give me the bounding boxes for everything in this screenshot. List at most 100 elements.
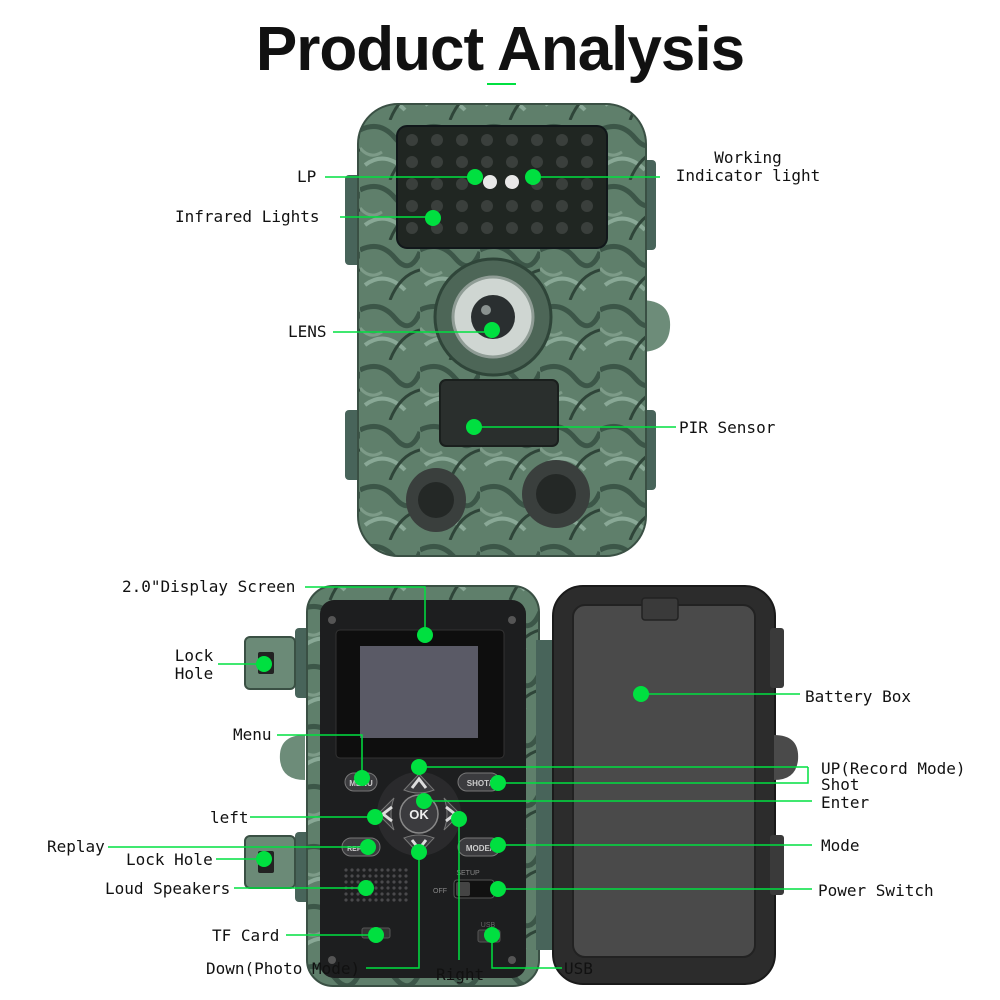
speaker-hole: [386, 898, 390, 902]
speaker-hole: [350, 892, 354, 896]
label-battery-box: Battery Box: [805, 687, 911, 706]
up-button[interactable]: [403, 773, 435, 794]
speaker-hole: [380, 880, 384, 884]
infrared-led: [531, 134, 543, 146]
speaker-hole: [344, 874, 348, 878]
callout-dot-shot: [490, 775, 506, 791]
label-up-record-mode: UP(Record Mode): [821, 759, 966, 778]
left-button[interactable]: [377, 797, 395, 831]
shot-button-label: SHOT/: [467, 779, 492, 788]
speaker-hole: [350, 880, 354, 884]
panel-screw: [328, 956, 336, 964]
callout-dot-speakers: [358, 880, 374, 896]
infrared-led: [531, 156, 543, 168]
callout-dot-lock-top: [256, 656, 272, 672]
speaker-hole: [380, 898, 384, 902]
front-speaker-left-inner: [418, 482, 454, 518]
speaker-hole: [356, 880, 360, 884]
infrared-led-grid: [406, 134, 593, 234]
speaker-hole: [404, 880, 408, 884]
panel-screw: [508, 956, 516, 964]
speaker-hole: [356, 898, 360, 902]
speaker-hole: [386, 886, 390, 890]
callout-lines: [108, 176, 812, 969]
label-working-line1: Working: [714, 148, 782, 167]
speaker-hole: [374, 892, 378, 896]
label-down-photo-mode: Down(Photo Mode): [206, 959, 361, 978]
speaker-hole: [386, 880, 390, 884]
speaker-hole: [344, 892, 348, 896]
label-shot: Shot: [821, 775, 860, 794]
usb-port-label: USB: [481, 922, 496, 929]
callout-dots: [256, 169, 649, 943]
callout-dot-lock-bottom: [256, 851, 272, 867]
speaker-hole: [368, 898, 372, 902]
callout-dot-replay: [360, 839, 376, 855]
speaker-hole: [374, 874, 378, 878]
callout-dot-down: [411, 844, 427, 860]
battery-door-strap-right-bottom: [770, 835, 784, 895]
speaker-hole: [362, 874, 366, 878]
label-menu: Menu: [233, 725, 272, 744]
speaker-hole: [356, 874, 360, 878]
speaker-hole: [392, 886, 396, 890]
right-button[interactable]: [443, 797, 461, 831]
infrared-led: [506, 222, 518, 234]
speaker-hole: [386, 868, 390, 872]
label-working-line2: Indicator light: [675, 166, 821, 185]
infrared-led: [431, 156, 443, 168]
setup-switch-label: SETUP: [456, 870, 480, 877]
lp-light: [483, 175, 497, 189]
infrared-led: [431, 134, 443, 146]
lens-glass: [471, 295, 515, 339]
speaker-hole: [404, 874, 408, 878]
label-tf-card: TF Card: [212, 926, 280, 945]
callout-dot-enter: [416, 793, 432, 809]
speaker-hole: [356, 868, 360, 872]
speaker-hole: [344, 898, 348, 902]
off-switch-label: OFF: [433, 888, 447, 895]
speaker-hole: [404, 868, 408, 872]
infrared-led: [556, 134, 568, 146]
infrared-led: [456, 222, 468, 234]
callout-dot-usb: [484, 927, 500, 943]
infrared-led: [406, 178, 418, 190]
infrared-led: [431, 200, 443, 212]
infrared-led: [506, 200, 518, 212]
label-loud-speakers: Loud Speakers: [105, 879, 231, 898]
up-arrow-icon: [410, 776, 428, 789]
label-left: left: [210, 808, 249, 827]
speaker-hole: [392, 892, 396, 896]
infrared-led: [406, 222, 418, 234]
callout-dot-infrared: [425, 210, 441, 226]
power-switch-knob[interactable]: [456, 882, 470, 896]
speaker-hole: [350, 868, 354, 872]
ok-button-label: OK: [409, 807, 429, 822]
battery-box: [572, 604, 756, 958]
battery-door-ear: [774, 735, 799, 780]
infrared-led: [481, 200, 493, 212]
infrared-led: [581, 178, 593, 190]
infrared-led: [431, 178, 443, 190]
page-title: Product Analysis: [255, 15, 745, 84]
front-camera: [345, 103, 671, 557]
speaker-hole: [392, 874, 396, 878]
label-display-screen: 2.0"Display Screen: [122, 577, 296, 596]
speaker-hole: [344, 868, 348, 872]
callout-dot-tf: [368, 927, 384, 943]
callout-dot-battery: [633, 686, 649, 702]
callout-line-usb: [491, 935, 562, 969]
speaker-hole: [392, 898, 396, 902]
speaker-hole: [404, 898, 408, 902]
callout-dot-lens: [484, 322, 500, 338]
infrared-led: [481, 156, 493, 168]
speaker-hole: [380, 886, 384, 890]
speaker-hole: [368, 868, 372, 872]
callout-dot-pir: [466, 419, 482, 435]
label-working-indicator: Working Indicator light: [662, 149, 834, 185]
front-speaker-right-inner: [536, 474, 576, 514]
working-indicator-light: [505, 175, 519, 189]
speaker-hole: [398, 898, 402, 902]
callout-dot-display: [417, 627, 433, 643]
